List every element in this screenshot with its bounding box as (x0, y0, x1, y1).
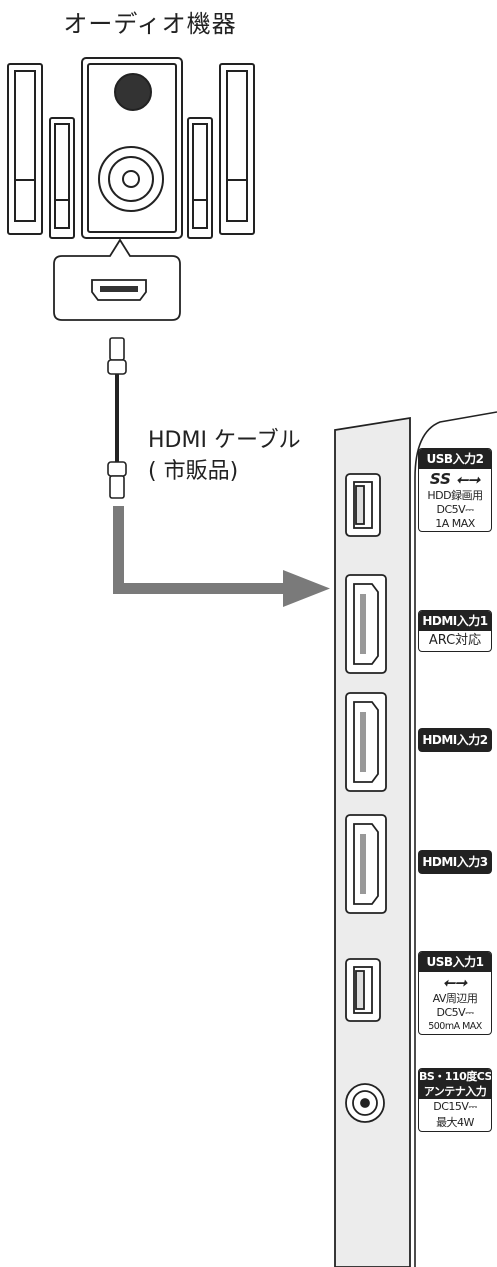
antenna-port (345, 1083, 385, 1123)
hdmi-port-1 (345, 574, 387, 674)
connection-arrow (113, 506, 330, 607)
hdmi-input-1-title: HDMI入力1 (419, 611, 491, 631)
usb-input-2-label: USB入力2 SS ⭠⭢ HDD録画用 DC5V⎓ 1A MAX (418, 448, 492, 532)
hdmi-input-3-label: HDMI入力3 (418, 850, 492, 874)
cable-label: HDMI ケーブル ( 市販品) (148, 428, 301, 484)
usb-port-2 (345, 473, 381, 537)
usb-input-2-line-3: 1A MAX (435, 517, 475, 530)
hdmi-input-1-arc: ARC対応 (428, 633, 482, 648)
superspeed-usb-icon: SS ⭠⭢ (429, 470, 481, 488)
usb-input-2-title: USB入力2 (419, 449, 491, 469)
usb-icon: ⭠⭢ (442, 973, 467, 991)
usb-input-1-line-3: 500mA MAX (428, 1021, 482, 1032)
hdmi-port-3 (345, 814, 387, 914)
usb-input-1-title: USB入力1 (419, 952, 491, 972)
antenna-input-line-2: 最大4W (436, 1116, 474, 1129)
usb-input-1-line-1: AV周辺用 (432, 992, 478, 1005)
audio-hdmi-port-callout (53, 238, 181, 321)
hdmi-input-1-label: HDMI入力1 ARC対応 (418, 610, 492, 652)
usb-input-1-line-2: DC5V⎓ (436, 1006, 474, 1019)
antenna-input-title-1: BS・110度CS (419, 1069, 492, 1084)
device-title: オーディオ機器 (63, 10, 237, 38)
hdmi-port-2 (345, 692, 387, 792)
usb-input-2-line-2: DC5V⎓ (436, 503, 474, 516)
usb-input-2-line-1: HDD録画用 (427, 489, 483, 502)
hdmi-input-2-label: HDMI入力2 (418, 728, 492, 752)
audio-device-speakers (7, 57, 255, 239)
usb-input-1-label: USB入力1 ⭠⭢ AV周辺用 DC5V⎓ 500mA MAX (418, 951, 492, 1035)
antenna-input-title-2: アンテナ入力 (419, 1084, 491, 1099)
hdmi-cable (107, 337, 127, 499)
antenna-input-label: BS・110度CS アンテナ入力 DC15V⎓ 最大4W (418, 1068, 492, 1132)
antenna-input-line-1: DC15V⎓ (433, 1100, 477, 1113)
usb-port-1 (345, 958, 381, 1022)
